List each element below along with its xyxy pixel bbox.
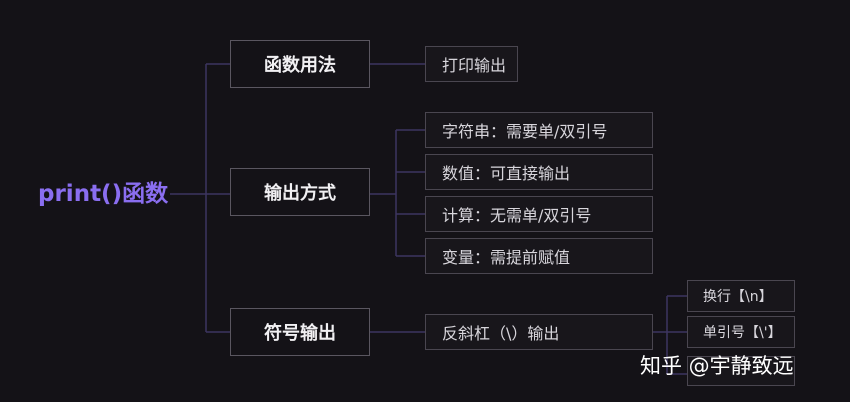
node-function-usage: 函数用法 — [230, 40, 370, 88]
node-variable: 变量：需提前赋值 — [425, 238, 653, 274]
node-output-methods: 输出方式 — [230, 168, 370, 216]
node-string: 字符串：需要单/双引号 — [425, 112, 653, 148]
node-backslash-output: 反斜杠（\）输出 — [425, 314, 653, 350]
node-print-output: 打印输出 — [425, 46, 518, 82]
node-single-quote: 单引号【\'】 — [687, 316, 795, 348]
node-symbol-output: 符号输出 — [230, 308, 370, 356]
root-node: print()函数 — [38, 181, 169, 207]
node-hidden-item — [687, 356, 795, 386]
watermark: 知乎 @宇静致远 — [640, 354, 794, 378]
node-newline: 换行【\n】 — [687, 280, 795, 312]
node-number: 数值：可直接输出 — [425, 154, 653, 190]
node-calculation: 计算：无需单/双引号 — [425, 196, 653, 232]
